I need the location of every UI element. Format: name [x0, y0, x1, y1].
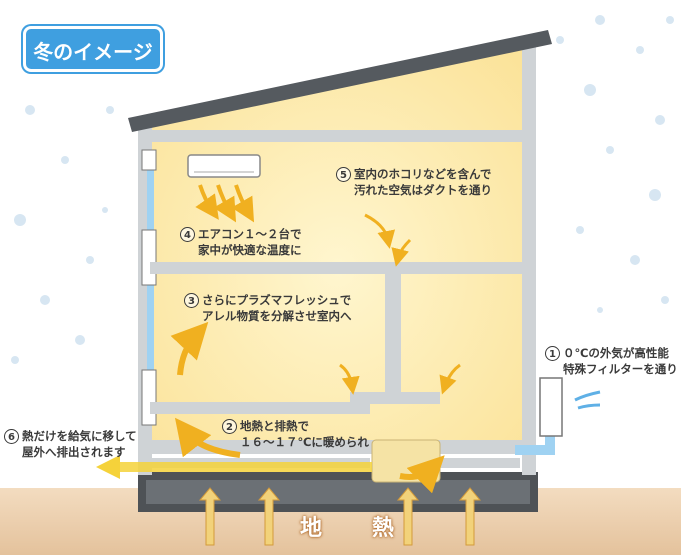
- step-5-line2: 汚れた空気はダクトを通り: [354, 183, 492, 197]
- step-4-line2: 家中が快適な温度に: [198, 243, 302, 257]
- roof: [128, 30, 552, 132]
- snow-flakes: [11, 15, 674, 364]
- step-6-line2: 屋外へ排出されます: [22, 445, 126, 459]
- step-5-line1: 室内のホコリなどを含んで: [354, 167, 492, 181]
- step-4-number: 4: [180, 227, 195, 242]
- step-3-line2: アレル物質を分解させ室内へ: [202, 309, 352, 323]
- step-1-line1: ０℃の外気が高性能: [563, 346, 669, 360]
- step-5-number: 5: [336, 167, 351, 182]
- step-4-line1: エアコン１～２台で: [198, 227, 302, 241]
- ground-heat-arrows: [198, 487, 482, 546]
- step-1-line2: 特殊フィルターを通り: [563, 362, 678, 376]
- step-6-line1: 熱だけを給気に移して: [22, 429, 137, 443]
- step-2-line2: １６～１７℃に暖められ: [240, 435, 369, 449]
- air-conditioner: [187, 154, 261, 178]
- step-3-number: 3: [184, 293, 199, 308]
- house-interior: [150, 45, 525, 450]
- title-badge: 冬のイメージ: [23, 26, 163, 72]
- step-3-line1: さらにプラズマフレッシュで: [202, 293, 352, 307]
- step-2-number: 2: [222, 419, 237, 434]
- ground-heat-label: 地 熱: [300, 516, 409, 541]
- step-2-line1: 地熱と排熱で: [240, 419, 309, 433]
- step-6-number: 6: [4, 429, 19, 444]
- step-1-number: 1: [545, 346, 560, 361]
